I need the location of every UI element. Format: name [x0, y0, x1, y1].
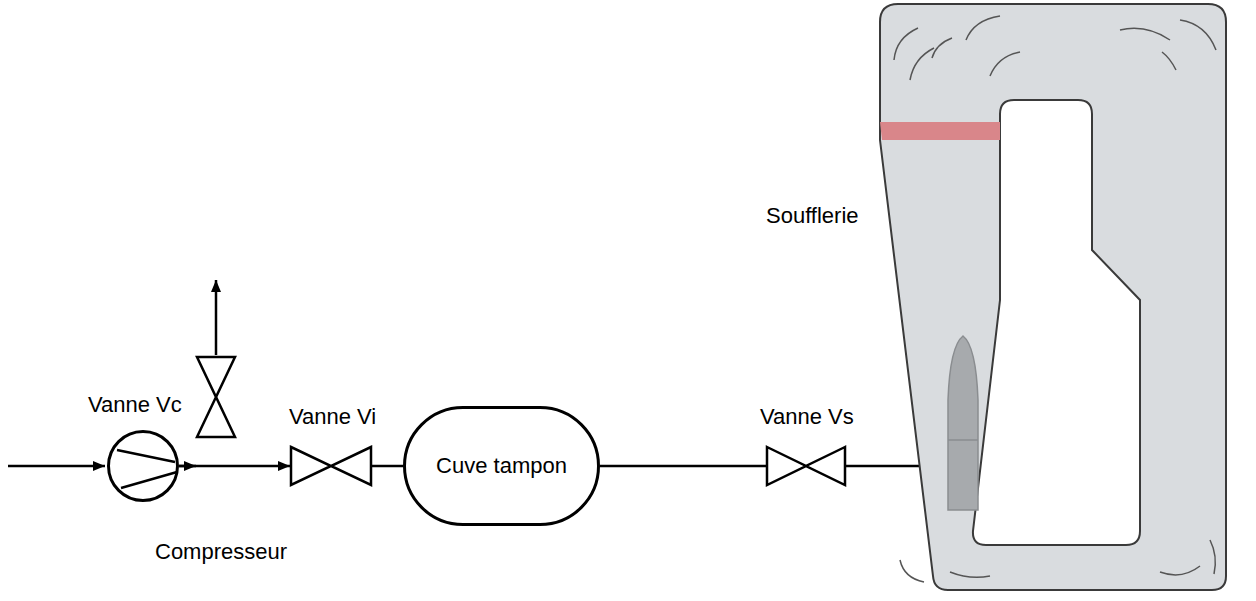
node-label: Cuve tampon [436, 453, 567, 478]
fan-band [880, 122, 1000, 140]
text-holder: Cuve tampon [406, 409, 597, 523]
valve-bowtie [291, 447, 371, 485]
exhaust-arrow [215, 280, 218, 355]
airflow-swirl [1210, 540, 1215, 574]
airflow-swirl [1120, 28, 1170, 40]
valve-bowtie [767, 447, 845, 485]
valve-bowtie [197, 357, 235, 437]
node-label: Vanne Vi [289, 404, 376, 429]
shape-outline [766, 446, 846, 486]
compressor-blade [117, 450, 175, 462]
model-joint [948, 439, 978, 441]
tunnel-wall [880, 4, 1226, 590]
node-label: Compresseur [155, 539, 287, 564]
shape-outline [870, 0, 1228, 592]
valve-symbol: Vanne Vs [766, 446, 846, 486]
shape-outline [196, 356, 236, 438]
node-label: Vanne Vs [760, 404, 854, 429]
wind-tunnel: Soufflerie [870, 0, 1228, 592]
tunnel-return-core [973, 100, 1140, 545]
airflow-swirl [900, 560, 924, 582]
airflow-swirl [932, 38, 952, 58]
compressor-blade [121, 472, 177, 488]
pipe-connector [600, 465, 766, 468]
node-label: Vanne Vc [88, 392, 182, 417]
test-model [948, 336, 978, 510]
node-label: Soufflerie [766, 203, 859, 228]
airflow-swirl [966, 16, 1000, 40]
pipe-connector [179, 465, 290, 468]
inlet-arrow [8, 465, 105, 468]
airflow-swirl [950, 572, 990, 577]
valve-symbol: Vanne Vc [196, 356, 236, 438]
airflow-swirl [990, 52, 1020, 76]
airflow-swirl [1180, 20, 1216, 50]
compressor-symbol: Compresseur [107, 430, 179, 502]
shape-outline [107, 430, 173, 496]
pipe-connector [846, 465, 870, 468]
shape-outline [290, 446, 372, 486]
airflow-swirl [1162, 52, 1176, 70]
valve-symbol: Vanne Vi [290, 446, 372, 486]
pipe-connector [372, 465, 403, 468]
airflow-swirl [894, 28, 918, 60]
buffer-tank: Cuve tampon [403, 406, 600, 526]
airflow-swirl [910, 48, 934, 80]
airflow-swirl [1160, 566, 1200, 575]
pipe-stub [870, 465, 922, 468]
